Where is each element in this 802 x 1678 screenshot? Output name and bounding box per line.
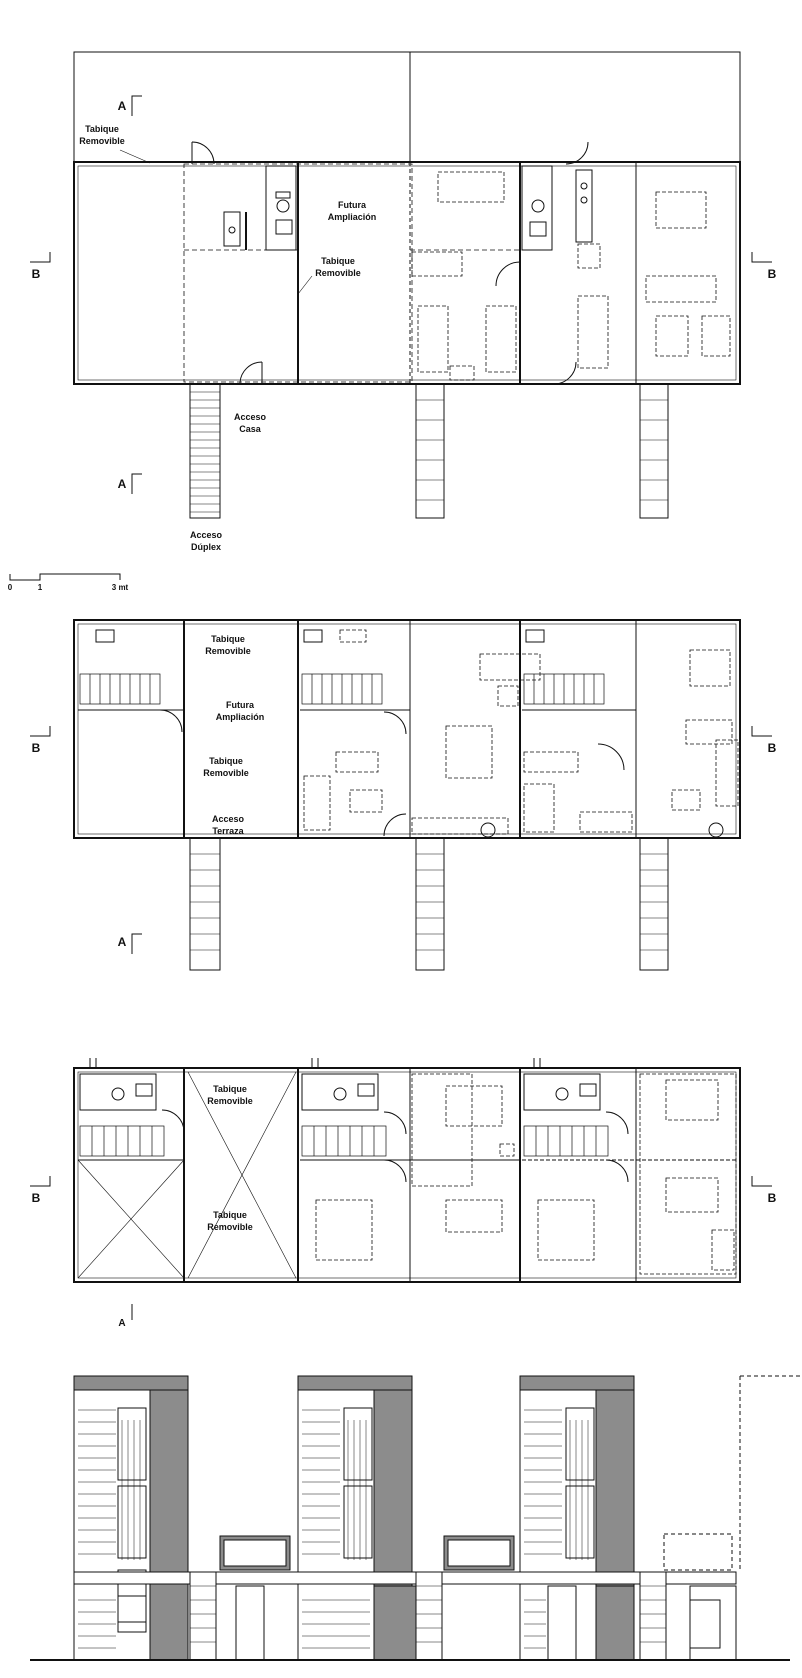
label-futura-ampliacion-a: Futura [338, 200, 367, 210]
label2-futura-ampliacion-b: Ampliación [216, 712, 265, 722]
section-mark-a-top: A [118, 99, 127, 113]
label2-tabique-removible-2a: Tabique [209, 756, 243, 766]
section2-mark-b-right: B [768, 741, 777, 755]
scale-label-1: 1 [38, 583, 43, 592]
scale-label-0: 0 [8, 583, 13, 592]
facade-elevation [30, 1375, 800, 1661]
plan-third-labels: Tabique Removible Tabique Removible A B … [32, 1084, 777, 1329]
label2-tabique-removible-1b: Removible [205, 646, 251, 656]
label2-acceso-terraza-a: Acceso [212, 814, 245, 824]
label2-futura-ampliacion-a: Futura [226, 700, 255, 710]
label2-tabique-removible-1a: Tabique [211, 634, 245, 644]
section3-mark-a: A [118, 1318, 125, 1329]
scale-bar [9, 573, 121, 581]
plan-second-labels: Tabique Removible Futura Ampliación Tabi… [32, 634, 777, 949]
section2-mark-a: A [118, 935, 127, 949]
label-tabique-removible-1b: Removible [79, 136, 125, 146]
section-mark-b-right: B [768, 267, 777, 281]
label2-acceso-terraza-b: Terraza [212, 826, 244, 836]
label-acceso-duplex-b: Dúplex [191, 542, 221, 552]
plan-ground-floor [30, 51, 772, 519]
section2-mark-b-left: B [32, 741, 41, 755]
label3-tabique-removible-2a: Tabique [213, 1210, 247, 1220]
label-tabique-removible-2a: Tabique [321, 256, 355, 266]
label3-tabique-removible-1a: Tabique [213, 1084, 247, 1094]
label2-tabique-removible-2b: Removible [203, 768, 249, 778]
section3-mark-b-left: B [32, 1191, 41, 1205]
section-mark-b-left: B [32, 267, 41, 281]
scale-bar-labels: 0 1 3 mt [8, 583, 129, 592]
plan-third-floor [30, 1058, 772, 1320]
label3-tabique-removible-2b: Removible [207, 1222, 253, 1232]
section3-mark-b-right: B [768, 1191, 777, 1205]
plan-ground-labels: Tabique Removible Futura Ampliación Tabi… [32, 99, 777, 552]
label-tabique-removible-1a: Tabique [85, 124, 119, 134]
scale-label-3mt: 3 mt [112, 583, 129, 592]
label-futura-ampliacion-b: Ampliación [328, 212, 377, 222]
label3-tabique-removible-1b: Removible [207, 1096, 253, 1106]
label-acceso-duplex-a: Acceso [190, 530, 223, 540]
section-mark-a-bottom: A [118, 477, 127, 491]
label-acceso-casa-a: Acceso [234, 412, 267, 422]
label-acceso-casa-b: Casa [239, 424, 262, 434]
plan-second-floor [30, 619, 772, 971]
label-tabique-removible-2b: Removible [315, 268, 361, 278]
